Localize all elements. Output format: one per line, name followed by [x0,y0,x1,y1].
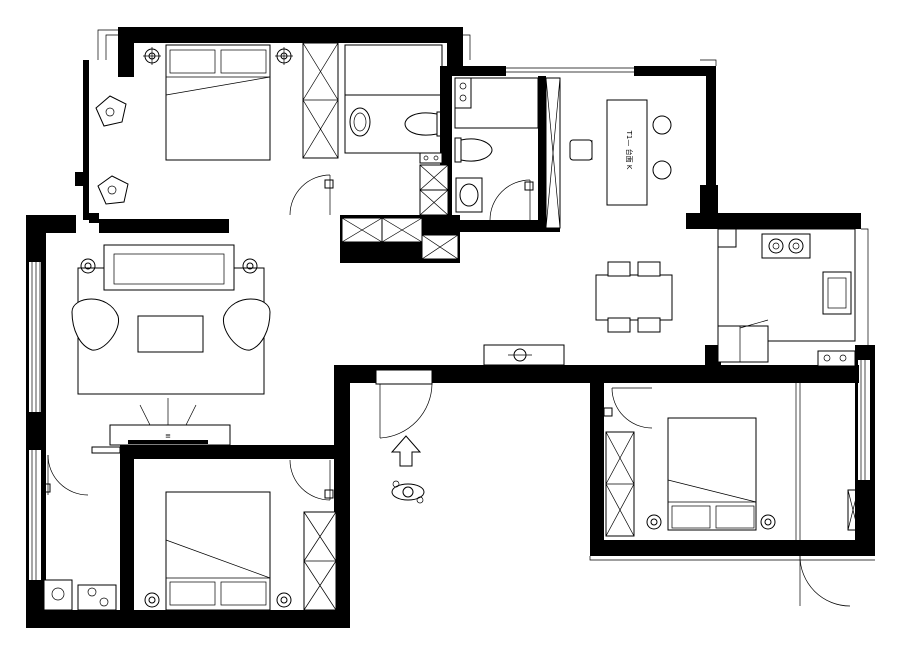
entry-arrow-icon [390,435,422,467]
sink-icon [822,271,852,315]
second-bath [454,77,561,229]
person-icon [391,480,425,504]
bed [165,491,271,611]
utility-room [41,446,129,611]
lamp-icon [80,258,96,274]
lamp-icon [483,344,565,366]
bed [165,44,271,161]
living-room: ≡ [71,244,271,446]
cooktop-icon [761,233,811,259]
entry [375,369,433,504]
fireplace-label: ≡ [165,432,171,440]
lamp-icon [144,592,160,608]
armchair [71,298,120,351]
lamp-icon [646,514,662,530]
armchair [222,298,271,351]
toilet-icon [404,111,444,137]
window-frames [97,29,875,561]
master-bath [341,44,459,260]
wardrobe [302,42,339,159]
lamp-icon [242,258,258,274]
armchair [95,95,127,127]
lamp-icon [760,514,776,530]
lamp-icon [143,47,161,65]
sofa [103,244,235,291]
island-label: T1— 台面 K [625,130,634,170]
toilet-icon [454,137,493,163]
chair [652,115,672,180]
wardrobe [605,431,635,537]
tv-console: ≡ [109,398,231,446]
dining-table [595,261,673,333]
sink-icon [349,107,371,137]
kitchen [717,228,856,367]
armchair [97,175,129,205]
right-bedroom [603,383,859,607]
chair [569,139,593,161]
lamp-icon [275,47,293,65]
wardrobe [303,511,337,611]
lamp-icon [276,592,292,608]
master-bedroom [95,42,339,216]
island: T1— 台面 K [606,99,648,206]
sink-icon [455,177,483,213]
bed [667,417,757,531]
dining-area: T1— 台面 K [483,99,673,366]
bottom-bedroom [144,459,337,611]
